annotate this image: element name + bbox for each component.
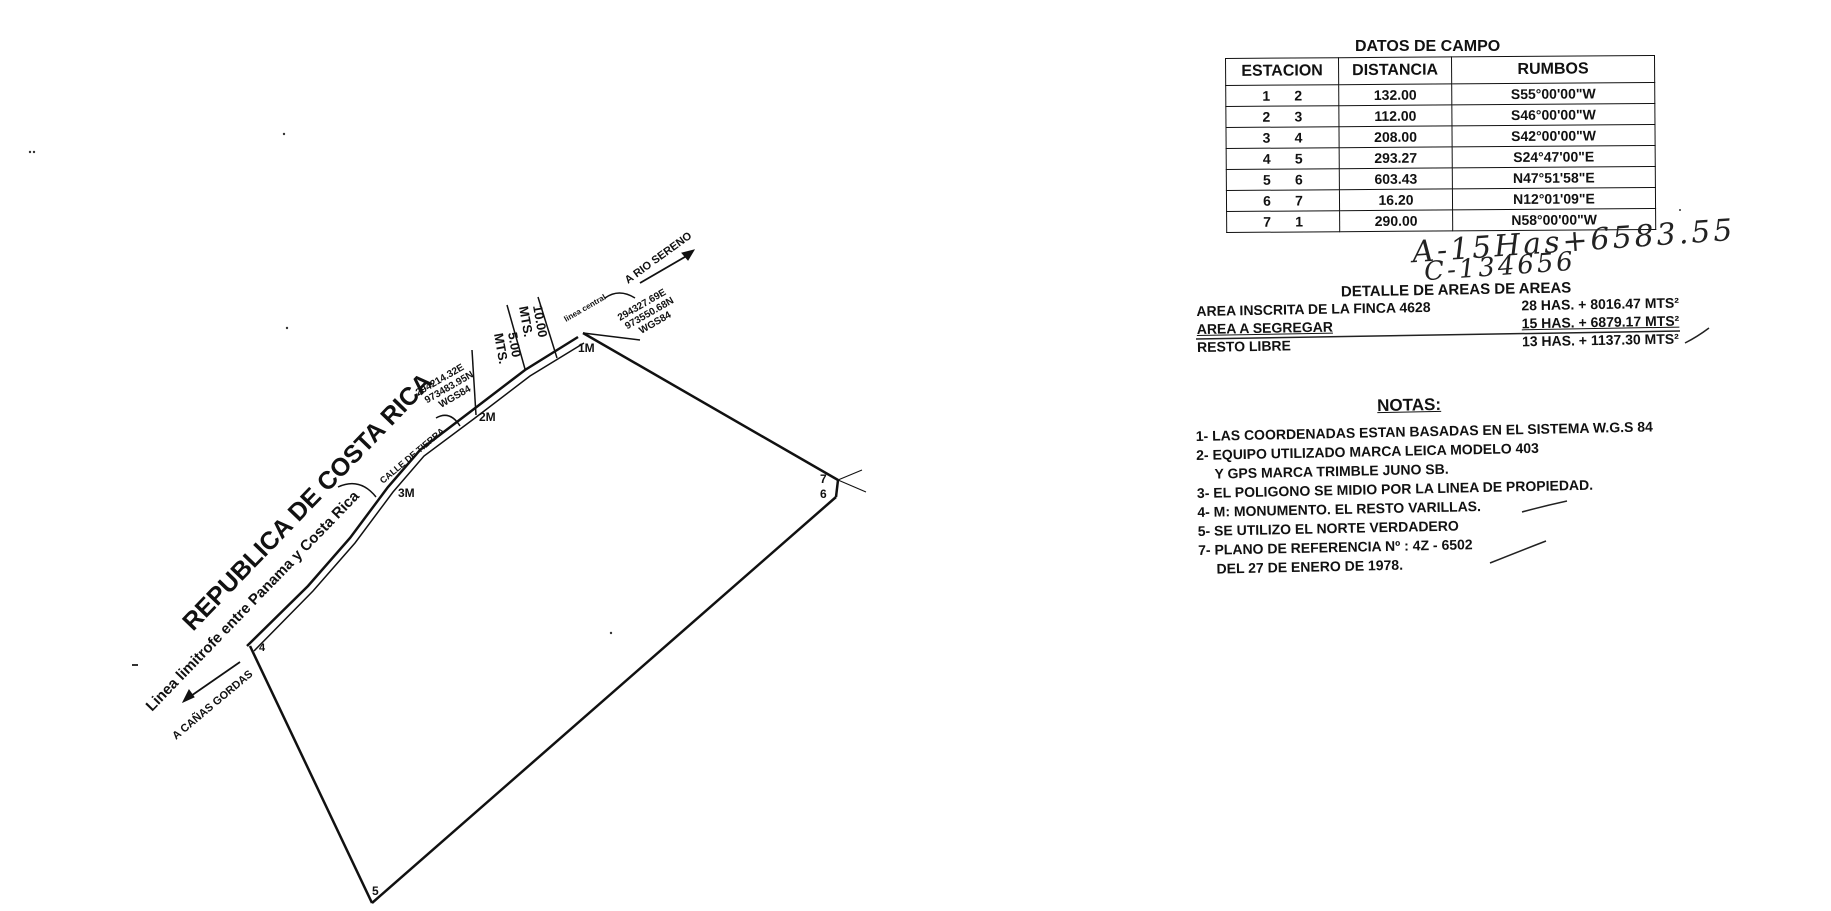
distance-cell: 293.27 [1339, 146, 1453, 169]
distance-cell: 16.20 [1339, 188, 1453, 211]
bearing-cell: S55°00'00"W [1451, 82, 1655, 105]
bearing-cell: S42°00'00"W [1451, 124, 1656, 147]
bearing-cell: N12°01'09"E [1452, 187, 1656, 210]
bearing-cell: S24°47'00"E [1452, 145, 1656, 168]
vertex-5: 5 [372, 884, 379, 898]
distance-cell: 290.00 [1339, 209, 1453, 232]
vertex-6: 6 [820, 487, 827, 501]
bearing-cell: N47°51'58"E [1452, 166, 1656, 189]
road-lines [181, 249, 696, 704]
width-unit-1: MTS. [516, 305, 536, 338]
arrow-head-north [681, 249, 696, 261]
width-value-2: 5.00 [505, 331, 524, 359]
boundary-arrow-south [187, 661, 241, 699]
property-polygon [248, 331, 867, 904]
width-value-1: 10.00 [530, 304, 550, 339]
arrow-head-south [181, 689, 195, 704]
road-line-inner [253, 342, 585, 652]
distance-cell: 603.43 [1339, 167, 1453, 190]
vertex-7: 7 [820, 472, 827, 486]
vertex-4: 4 [259, 642, 266, 654]
notes-section: NOTAS: 1- LAS COORDENADAS ESTAN BASADAS … [1195, 390, 1656, 580]
coordinate-block-a: 294214.32E 973483.95N WGS84 [414, 362, 476, 411]
distance-cell: 208.00 [1338, 125, 1453, 148]
vertex-2m: 2M [479, 410, 496, 424]
boundary-arrow-north [639, 253, 691, 284]
field-data-title: DATOS DE CAMPO [1355, 38, 1501, 55]
handwritten-marks [1195, 327, 1710, 564]
vertex-1m: 1M [578, 341, 595, 355]
area-label: RESTO LIBRE [1196, 337, 1292, 355]
scan-specks [28, 132, 1681, 666]
field-data-header-row: ESTACION DISTANCIA RUMBOS [1225, 55, 1655, 86]
area-value: 13 HAS. + 1137.30 MTS² [1521, 330, 1679, 350]
width-unit-2: MTS. [491, 332, 511, 365]
vertex-3m: 3M [398, 486, 415, 500]
area-details: DETALLE DE AREAS DE AREAS AREA INSCRITA … [1196, 277, 1687, 357]
header-distancia: DISTANCIA [1338, 56, 1452, 85]
centerline-label: linea central [563, 293, 608, 324]
header-rumbos: RUMBOS [1451, 55, 1655, 84]
header-estacion: ESTACION [1225, 57, 1339, 86]
width-markers [337, 292, 636, 498]
distance-cell: 132.00 [1338, 83, 1452, 106]
road-line-outer [246, 335, 579, 647]
boundary-label: Linea limitrofe entre Panama y Costa Ric… [143, 487, 364, 715]
distance-cell: 112.00 [1338, 104, 1452, 127]
bearing-cell: S46°00'00"W [1451, 103, 1655, 126]
area-label: AREA A SEGREGAR [1196, 318, 1333, 337]
